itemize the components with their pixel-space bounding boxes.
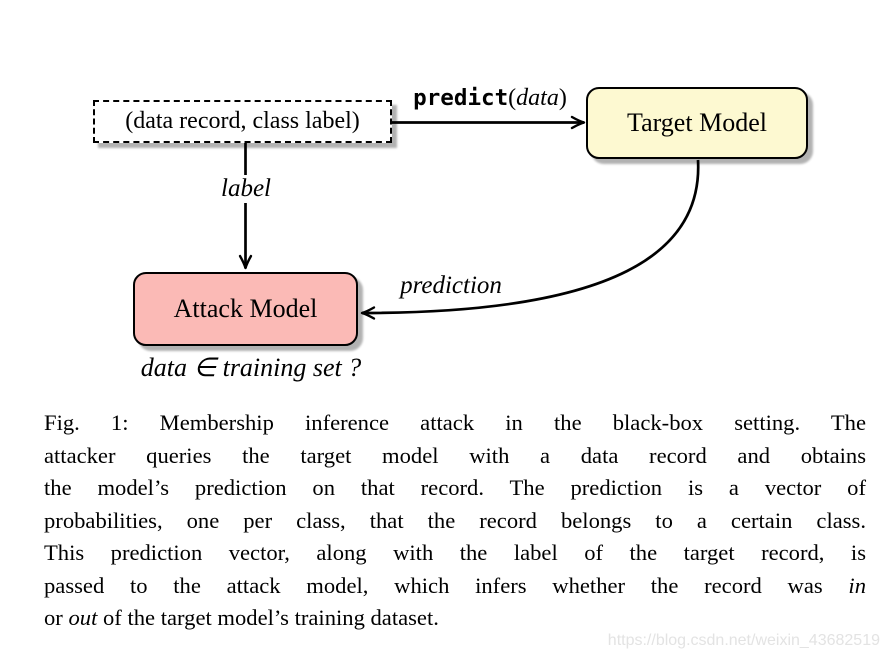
target-model-label: Target Model xyxy=(627,108,767,137)
predict-call-label: predict(data) xyxy=(413,85,567,111)
target-model-node: Target Model xyxy=(586,87,808,159)
data-record-label: (data record, class label) xyxy=(125,108,360,134)
attack-model-label: Attack Model xyxy=(173,294,318,323)
prediction-arrow xyxy=(360,159,700,320)
caption-line: probabilities, one per class, that the r… xyxy=(44,507,866,533)
caption-line: the model’s prediction on that record. T… xyxy=(44,475,866,500)
watermark: https://blog.csdn.net/weixin_43682519 xyxy=(607,632,880,649)
membership-question: data ∈ training set ? xyxy=(140,353,362,382)
caption-line: This prediction vector, along with the l… xyxy=(44,540,866,565)
caption-line: Fig. 1: Membership inference attack in t… xyxy=(44,410,866,435)
prediction-edge-label: prediction xyxy=(400,272,502,299)
attack-model-node: Attack Model xyxy=(133,272,358,346)
data-record-node: (data record, class label) xyxy=(93,100,392,143)
caption-line: attacker queries the target model with a… xyxy=(44,442,866,468)
caption-line: passed to the attack model, which infers… xyxy=(44,572,866,598)
caption-line: or out of the target model’s training da… xyxy=(44,605,439,630)
figure-caption: Fig. 1: Membership inference attack in t… xyxy=(44,407,866,635)
label-edge-label: label xyxy=(211,175,281,203)
